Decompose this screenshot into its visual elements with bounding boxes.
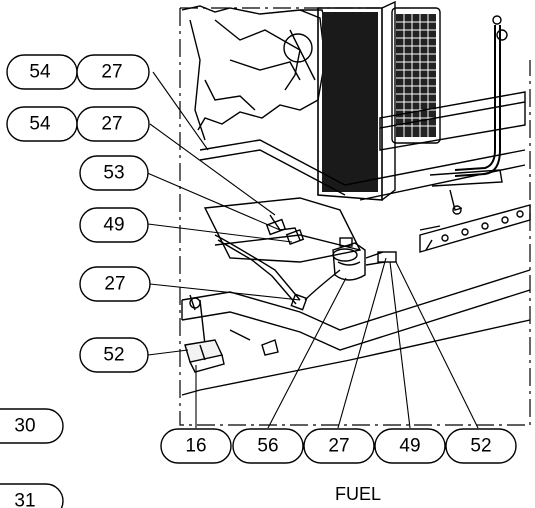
callout-label: 56 [257,436,278,457]
callout-label: 31 [14,491,35,508]
callout-label: 27 [328,436,349,457]
callout-bubble [445,428,517,464]
callout-bubble [79,266,151,302]
callout-52-left: 52 [79,337,149,373]
callout-bubble [303,428,375,464]
leader-lines [144,71,479,429]
callout-bubble [76,54,150,90]
callout-label: 16 [185,436,206,457]
callout-27-mid: 27 [79,266,151,302]
callout-label: 54 [29,62,51,83]
callout-31: 31 [0,483,64,508]
callout-30: 30 [0,408,64,444]
equipment-drawing [179,0,531,426]
callout-53: 53 [79,155,149,191]
callout-bubble [76,106,150,142]
callout-row-bottom: 16 56 27 49 52 [160,428,517,464]
callout-label: 49 [103,215,124,236]
section-caption: FUEL [335,484,381,504]
callout-label: 49 [399,436,420,457]
callout-bubble [79,155,149,191]
callout-bubble [232,428,304,464]
callout-row-1: 54 27 [6,54,150,90]
callout-label: 30 [14,416,35,437]
callout-label: 27 [101,114,122,135]
callout-bubble [79,337,149,373]
callout-bubble [79,207,149,243]
callout-bubble [160,428,232,464]
callout-bubble [374,428,446,464]
callout-label: 52 [470,436,491,457]
callout-bubble [0,483,64,508]
callout-label: 27 [104,274,125,295]
callout-label: 53 [103,163,124,184]
callout-49: 49 [79,207,149,243]
callout-label: 54 [29,114,51,135]
callout-row-2: 54 27 [6,106,150,142]
callout-bubble [0,408,64,444]
callout-label: 27 [101,62,122,83]
callout-label: 52 [103,345,124,366]
